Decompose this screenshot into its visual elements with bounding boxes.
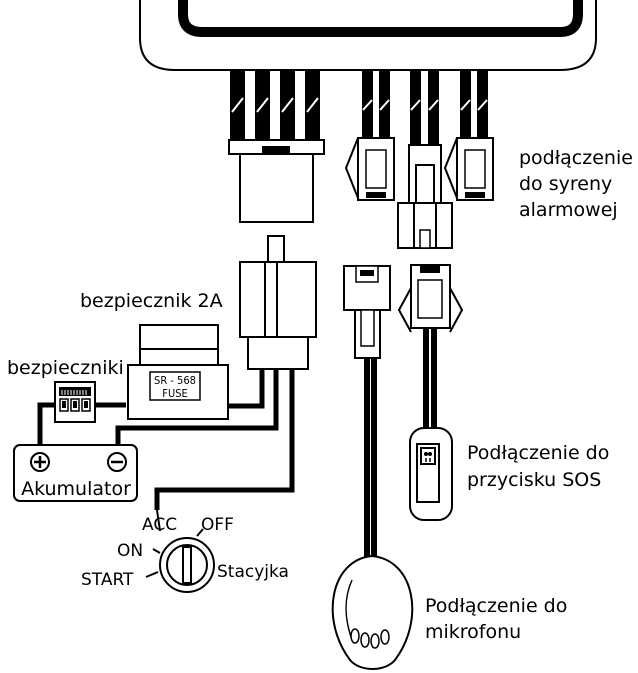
main-harness-wires [230,70,320,140]
microphone-connector [343,265,391,558]
siren-wires [362,70,488,145]
ignition-acc-label: ACC [142,515,177,535]
main-connector-plug [228,139,325,223]
main-connector-socket [239,235,317,370]
microphone-icon [331,554,414,670]
ignition-start-label: START [81,570,134,590]
battery: Akumulator [13,444,138,502]
ignition-label: Stacyjka [217,562,289,582]
fuse-label-text-2: FUSE [162,387,187,400]
sos-label-line1: Podłączenie do [467,442,609,464]
fuse-2a-label: bezpiecznik 2A [80,290,223,312]
sos-label-line2: przycisku SOS [467,469,601,491]
ignition-switch: ACC OFF ON START Stacyjka [81,509,289,593]
fuses-label: bezpieczniki [7,357,124,379]
siren-label-line1: podłączenie [519,147,633,169]
siren-connector-right [443,137,494,201]
battery-label: Akumulator [21,478,131,500]
siren-connector-middle [397,144,453,249]
main-unit [139,0,597,71]
mic-label-line1: Podłączenie do [425,595,567,617]
siren-label-line2: do syreny [519,173,612,195]
ignition-on-label: ON [117,541,143,561]
fuse-2a: SR - 568 FUSE [127,324,229,420]
fuse-label-text-1: SR - 568 [154,374,196,387]
ignition-off-label: OFF [201,515,234,535]
fuse-block [54,381,96,423]
mic-label-line2: mikrofonu [425,621,521,643]
siren-label-line3: alarmowej [519,199,618,221]
power-wires [37,369,295,510]
siren-connector-left [344,137,395,201]
sos-connector [397,264,464,430]
sos-button-icon [409,427,453,521]
